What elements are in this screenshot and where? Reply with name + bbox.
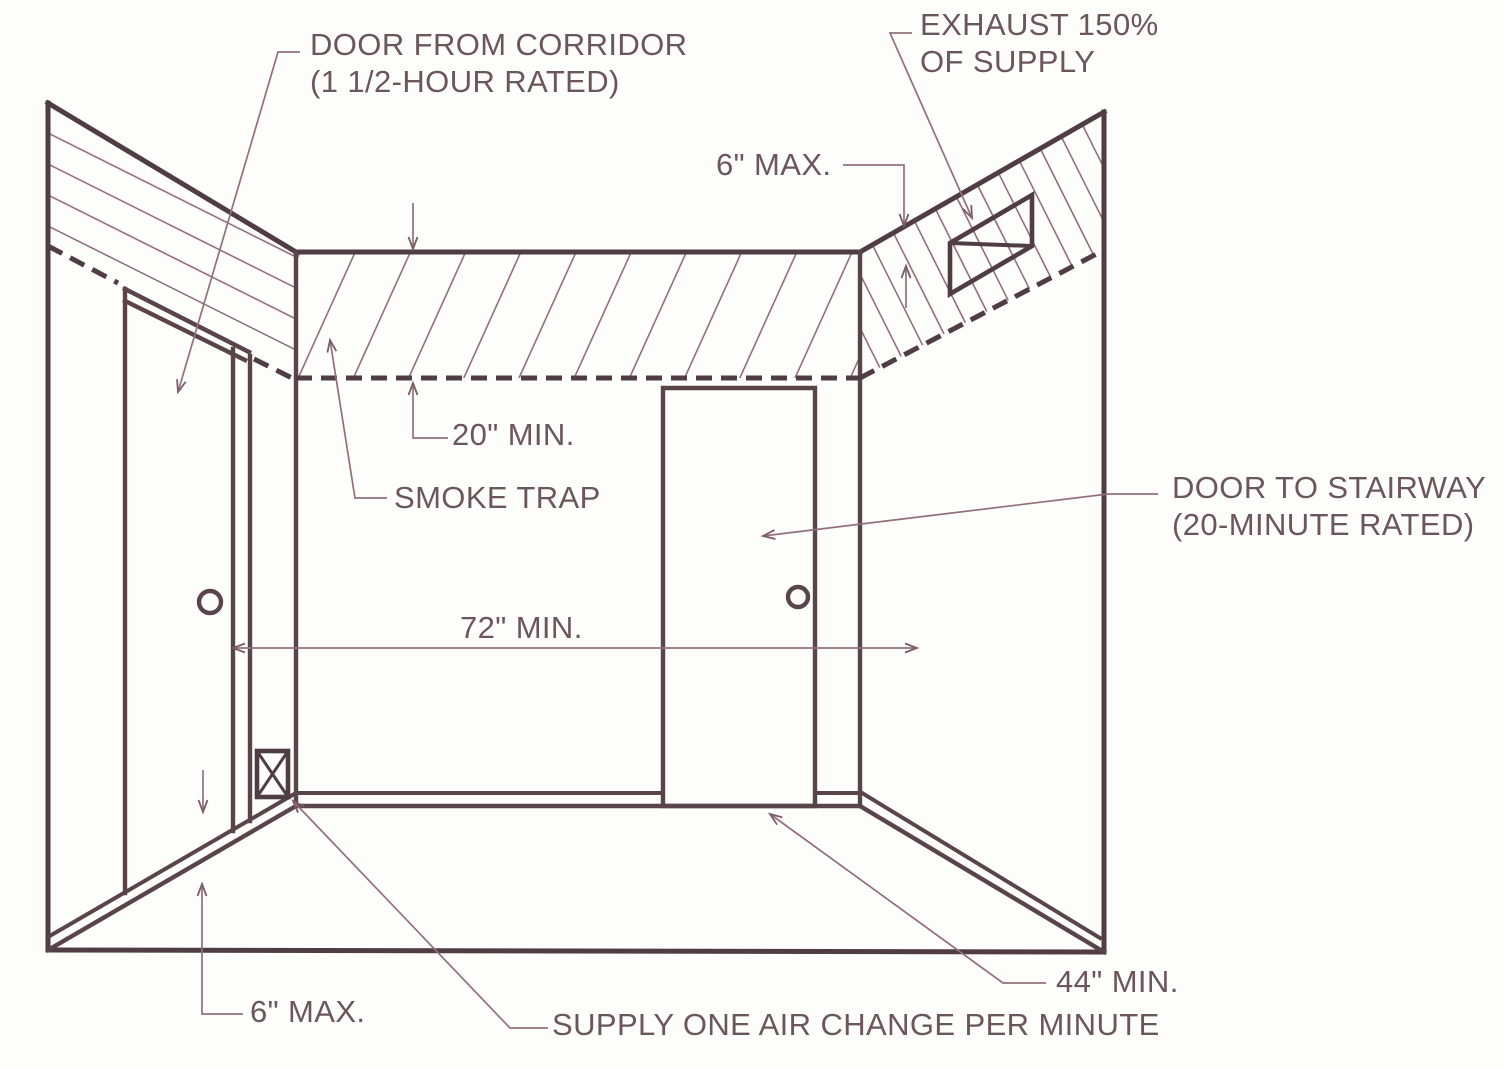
left-wall-floor-line	[44, 802, 300, 954]
exhaust-label-line1: EXHAUST 150%	[920, 7, 1159, 42]
smoke-trap-hatch-right-wall	[860, 112, 1104, 378]
exhaust-vent	[947, 190, 1035, 299]
stairway-door	[660, 385, 818, 809]
exhaust-label: EXHAUST 150% OF SUPPLY	[920, 6, 1159, 80]
right-wall-top-edge	[856, 108, 1108, 256]
exhaust-leader	[888, 32, 974, 221]
smoke-trap-hatch-back-wall	[296, 252, 860, 378]
exhaust-vent-diagonal	[949, 241, 1033, 248]
left-wall-top-edge	[44, 99, 300, 256]
seventy-two-min-label: 72" MIN.	[460, 610, 583, 645]
door-to-stairway-label-line2: (20-MINUTE RATED)	[1172, 507, 1475, 542]
six-max-top-leader	[843, 164, 910, 229]
left-wall-baseboard	[45, 790, 299, 940]
right-wall-floor-line	[856, 802, 1108, 956]
smoke-trap-dashed-line-left	[46, 243, 298, 383]
front-floor-edge	[45, 947, 1107, 955]
stairway-door-knob	[785, 584, 811, 610]
smoke-trap-label: SMOKE TRAP	[394, 480, 601, 515]
door-to-stairway-label-line1: DOOR TO STAIRWAY	[1172, 470, 1487, 505]
twenty-min-leader	[407, 380, 448, 439]
six-max-bottom-label: 6" MAX.	[250, 994, 366, 1029]
smoke-trap-hatch-left-wall	[48, 103, 296, 378]
door-from-corridor-label: DOOR FROM CORRIDOR (1 1/2-HOUR RATED)	[310, 26, 687, 100]
six-max-bottom-leader	[196, 881, 243, 1015]
exhaust-label-line2: OF SUPPLY	[920, 44, 1096, 79]
corridor-door-knob	[196, 588, 224, 616]
supply-vent	[254, 748, 291, 800]
corridor-door-leader	[176, 51, 300, 395]
supply-label: SUPPLY ONE AIR CHANGE PER MINUTE	[552, 1007, 1160, 1042]
door-to-stairway-label: DOOR TO STAIRWAY (20-MINUTE RATED)	[1172, 469, 1486, 543]
stairway-door-outline	[660, 385, 818, 809]
door-from-corridor-label-line1: DOOR FROM CORRIDOR	[310, 27, 688, 62]
supply-leader	[291, 799, 548, 1029]
corridor-door	[122, 286, 253, 896]
right-wall-baseboard	[859, 790, 1103, 941]
forty-four-min-leader	[767, 812, 1046, 984]
door-from-corridor-label-line2: (1 1/2-HOUR RATED)	[310, 64, 620, 99]
corridor-door-header	[122, 286, 252, 363]
supply-vent-x	[255, 750, 290, 798]
six-max-top-label: 6" MAX.	[716, 147, 832, 182]
twenty-min-label: 20" MIN.	[452, 417, 575, 452]
stairway-door-leader	[760, 493, 1158, 540]
smoke-trap-leader	[326, 337, 387, 499]
smoke-trap-dashed-line-right	[858, 247, 1106, 381]
forty-four-min-label: 44" MIN.	[1056, 964, 1179, 999]
supply-vent-box	[254, 748, 291, 800]
